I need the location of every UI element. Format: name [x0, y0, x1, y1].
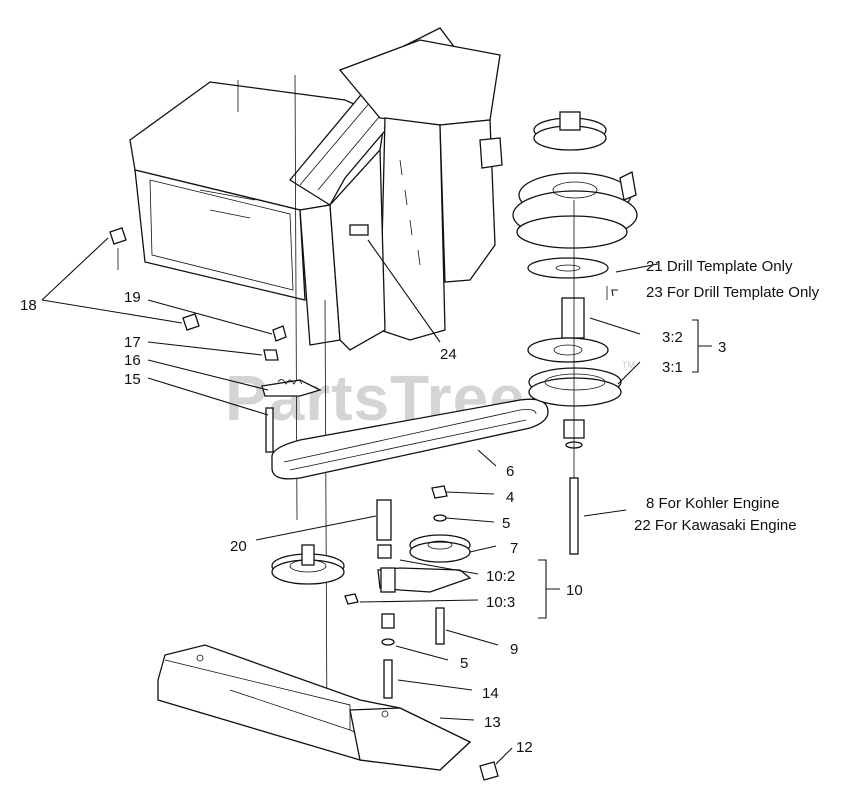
label-21: 21 Drill Template Only — [646, 258, 793, 275]
label-17: 17 — [124, 334, 141, 351]
label-7: 7 — [510, 540, 518, 557]
center-idler-assembly — [344, 485, 472, 699]
idler-arm-hardware — [109, 227, 322, 453]
leader-lines — [41, 237, 712, 765]
label-14: 14 — [482, 685, 499, 702]
callout-labels: 18 19 17 16 15 24 21 Drill Template Only… — [20, 258, 820, 756]
label-10: 10 — [566, 582, 583, 599]
label-8: 8 For Kohler Engine — [646, 495, 779, 512]
lower-left-pulley — [271, 544, 345, 585]
watermark-tm: TM — [622, 360, 635, 370]
label-23: 23 For Drill Template Only — [646, 284, 820, 301]
label-6: 6 — [506, 463, 514, 480]
label-4: 4 — [506, 489, 514, 506]
label-10-2: 10:2 — [486, 568, 515, 585]
label-9: 9 — [510, 641, 518, 658]
mounting-plate — [157, 644, 499, 781]
label-12: 12 — [516, 739, 533, 756]
label-3-1: 3:1 — [662, 359, 683, 376]
label-5-lower: 5 — [460, 655, 468, 672]
label-20: 20 — [230, 538, 247, 555]
label-22: 22 For Kawasaki Engine — [634, 517, 797, 534]
label-15: 15 — [124, 371, 141, 388]
drive-belt — [271, 398, 549, 480]
label-3: 3 — [718, 339, 726, 356]
label-16: 16 — [124, 352, 141, 369]
clutch-pulley-stack — [512, 111, 638, 555]
label-13: 13 — [484, 714, 501, 731]
label-10-3: 10:3 — [486, 594, 515, 611]
label-18: 18 — [20, 297, 37, 314]
label-3-2: 3:2 — [662, 329, 683, 346]
label-5-upper: 5 — [502, 515, 510, 532]
label-19: 19 — [124, 289, 141, 306]
label-24: 24 — [440, 346, 457, 363]
frame-housing — [129, 27, 503, 731]
